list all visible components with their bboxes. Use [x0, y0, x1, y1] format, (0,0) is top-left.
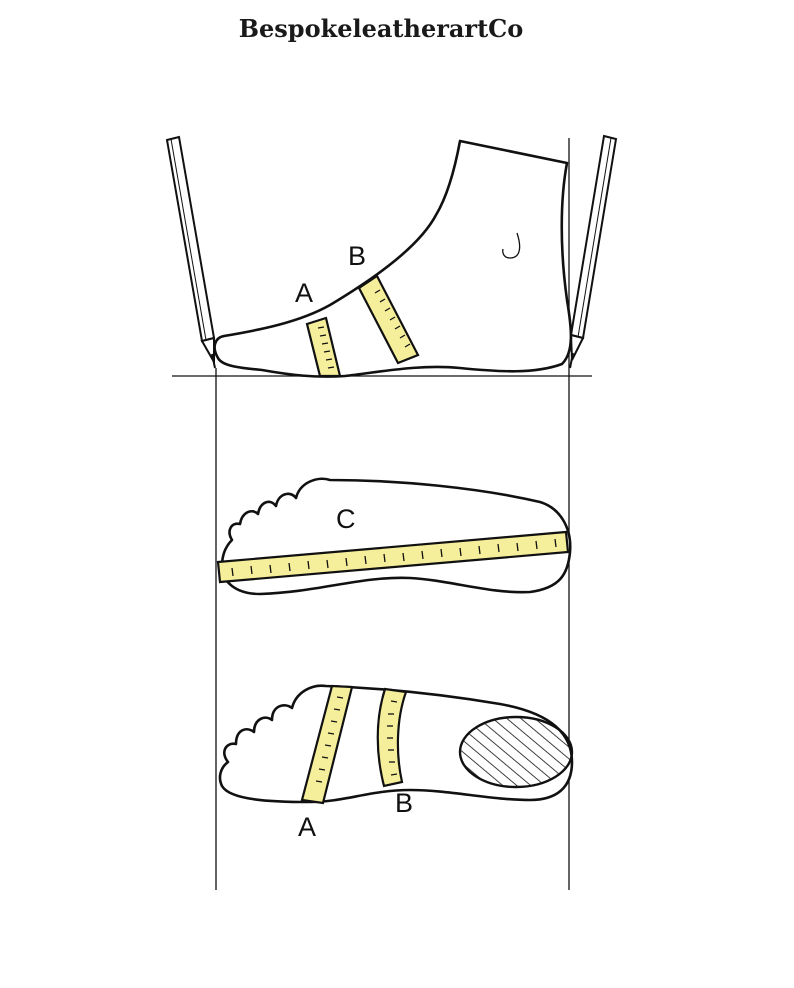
side-view-ankle-mark — [502, 232, 521, 259]
bottom-tape-b — [376, 687, 408, 788]
side-view-foot — [213, 139, 573, 378]
right-pencil-icon — [569, 134, 618, 369]
length-tape-c — [216, 530, 570, 584]
heel-pad-hatched — [458, 715, 574, 789]
bottom-label-b: B — [395, 788, 413, 818]
left-pencil-icon — [165, 135, 216, 369]
side-label-b: B — [348, 241, 366, 271]
side-tape-b — [357, 274, 420, 365]
brand-title: BespokeleatherartCo — [238, 14, 524, 43]
side-label-a: A — [295, 278, 313, 308]
side-tape-a — [305, 316, 342, 378]
bottom-tape-a — [300, 684, 354, 805]
length-label-c: C — [336, 504, 356, 534]
bottom-label-a: A — [298, 812, 316, 842]
